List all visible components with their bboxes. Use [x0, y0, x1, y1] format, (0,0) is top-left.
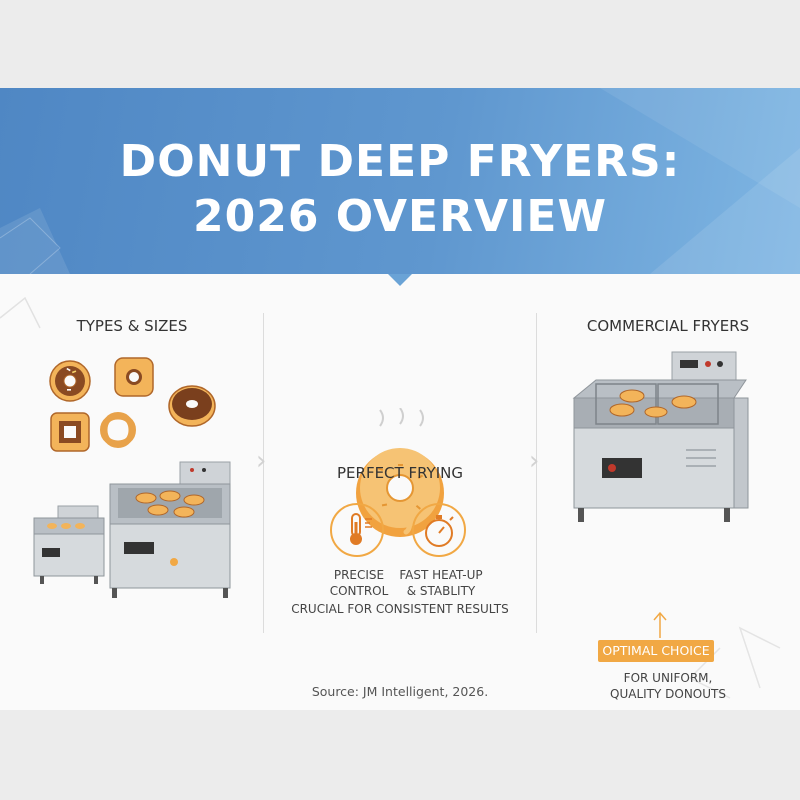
banner-notch: [388, 274, 412, 286]
small-fryers-icon: [33, 461, 231, 598]
stopwatch-icon: [412, 503, 466, 557]
commercial-fryers-heading: COMMERCIAL FRYERS: [586, 317, 750, 335]
column-divider-right: [536, 313, 537, 633]
chevron-right-icon: ›: [529, 446, 540, 476]
chevron-right-icon: ›: [256, 446, 267, 476]
title-line-2: 2026 OVERVIEW: [192, 191, 607, 242]
commercial-fryer-icon: [572, 351, 749, 522]
commercial-caption: FOR UNIFORM, QUALITY DONOUTS: [610, 671, 726, 701]
title-banner: DONUT DEEP FRYERS: 2026 OVERVIEW: [0, 88, 800, 274]
arrow-up-icon: [653, 611, 667, 638]
thermometer-icon: [330, 503, 384, 557]
title-line-1: DONUT DEEP FRYERS:: [119, 136, 681, 187]
optimal-choice-badge: OPTIMAL CHOICE: [598, 640, 714, 662]
perfect-frying-heading: PERFECT FRYING: [337, 464, 463, 482]
column-divider-left: [263, 313, 264, 633]
feature-precise-control: PRECISE CONTROL: [329, 568, 389, 598]
feature-fast-heat-up: FAST HEAT-UP & STABLITY: [399, 568, 483, 598]
source-citation: Source: JM Intelligent, 2026.: [311, 684, 489, 699]
donut-shapes-icon: [49, 357, 216, 452]
consistency-caption: CRUCIAL FOR CONSISTENT RESULTS: [291, 602, 509, 616]
types-sizes-heading: TYPES & SIZES: [76, 317, 188, 335]
banner-pattern: [0, 88, 800, 274]
infographic-card: DONUT DEEP FRYERS: 2026 OVERVIEW › › TYP…: [0, 88, 800, 710]
